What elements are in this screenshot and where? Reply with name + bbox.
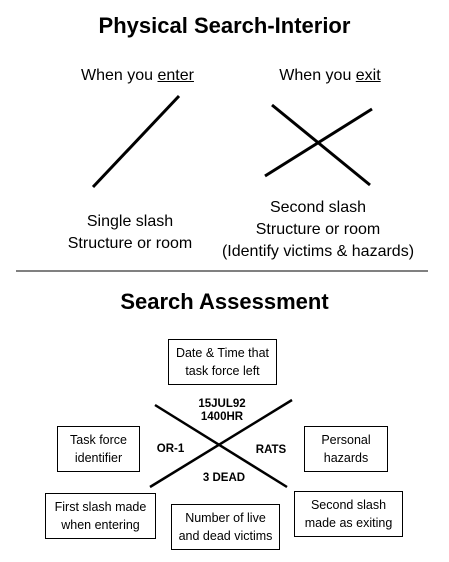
box-firstslash: First slash made when entering [45,493,156,539]
second-slash-line2: Structure or room [255,221,381,238]
box-taskforce-line2: identifier [74,451,123,465]
box-secondslash-line1: Second slash [310,498,387,512]
single-slash-caption: Single slash Structure or room [55,211,205,255]
box-datetime-line2: task force left [185,364,260,378]
second-slash-line3: (Identify victims & hazards) [221,243,415,260]
exit-slash-2 [264,107,373,178]
exit-label: When you exit [265,65,395,87]
assessment-slash-2 [149,398,293,489]
exit-slash-1 [271,103,371,187]
exit-word: exit [355,67,381,84]
box-firstslash-line2: when entering [61,518,140,532]
box-victims-line1: Number of live [185,511,266,525]
mark-victims: 3 DEAD [202,472,246,484]
mark-date: 15JUL92 [198,398,246,410]
single-slash [91,94,181,189]
box-hazards-line2: hazards [323,451,369,465]
enter-label: When you enter [70,65,205,87]
box-hazards-line1: Personal [321,433,371,447]
mark-hazards: RATS [255,444,287,456]
second-slash-line1: Second slash [269,199,367,216]
single-slash-line2: Structure or room [67,235,193,252]
second-slash-caption: Second slash Structure or room (Identify… [218,197,418,263]
assessment-slash-1 [154,403,288,489]
single-slash-line1: Single slash [86,213,174,230]
box-firstslash-line1: First slash made [54,500,147,514]
enter-prefix: When you [81,67,158,84]
box-datetime: Date & Time that task force left [168,339,277,385]
box-victims: Number of live and dead victims [171,504,280,550]
exit-prefix: When you [279,67,356,84]
box-hazards: Personal hazards [304,426,388,472]
box-datetime-line1: Date & Time that [175,346,270,360]
mark-taskforce: OR-1 [156,443,185,455]
box-taskforce-line1: Task force [70,433,127,447]
interior-title: Physical Search-Interior [98,13,351,38]
enter-word: enter [157,67,194,84]
assessment-title: Search Assessment [120,289,329,314]
mark-time: 1400HR [200,411,244,423]
box-secondslash: Second slash made as exiting [294,491,403,537]
box-taskforce: Task force identifier [57,426,140,472]
box-secondslash-line2: made as exiting [304,516,393,530]
box-victims-line2: and dead victims [178,529,273,543]
